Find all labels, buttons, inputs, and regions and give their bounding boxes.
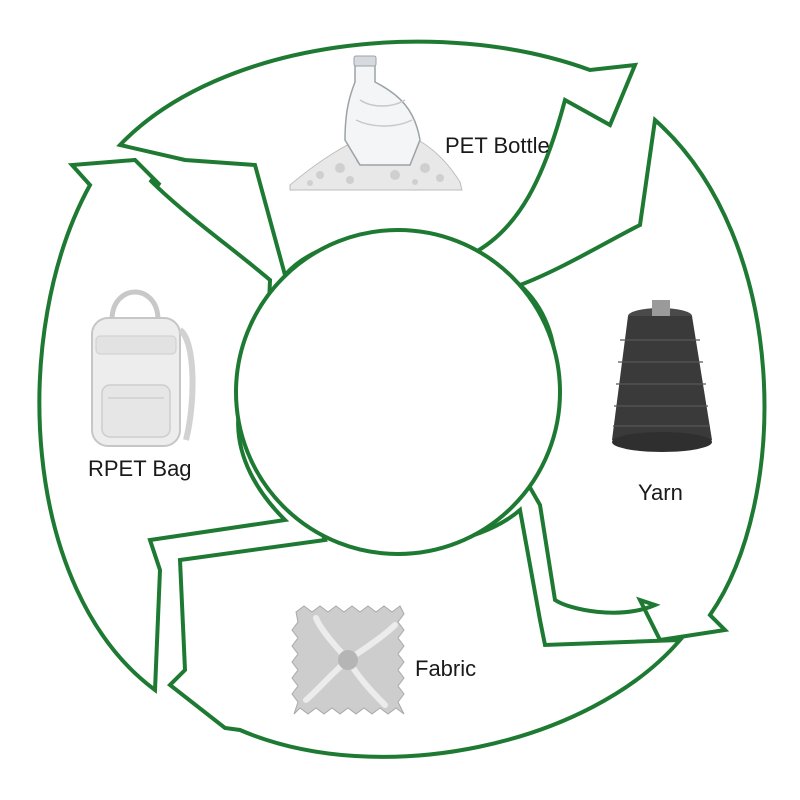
stage-label-yarn: Yarn (638, 480, 683, 505)
yarn-cone-icon (612, 300, 712, 452)
cycle-arrows (37, 39, 767, 759)
arrow-bag-to-bottle (37, 157, 291, 694)
stage-label-rpet-bag: RPET Bag (88, 456, 192, 481)
pet-bottle-icon (289, 55, 463, 191)
arrow-yarn-to-fabric (516, 116, 767, 643)
backpack-icon (91, 289, 196, 447)
inner-circle (234, 228, 562, 556)
stage-label-fabric: Fabric (415, 656, 476, 681)
fabric-swatch-icon (291, 605, 405, 715)
stage-label-pet-bottle: PET Bottle (445, 133, 550, 158)
